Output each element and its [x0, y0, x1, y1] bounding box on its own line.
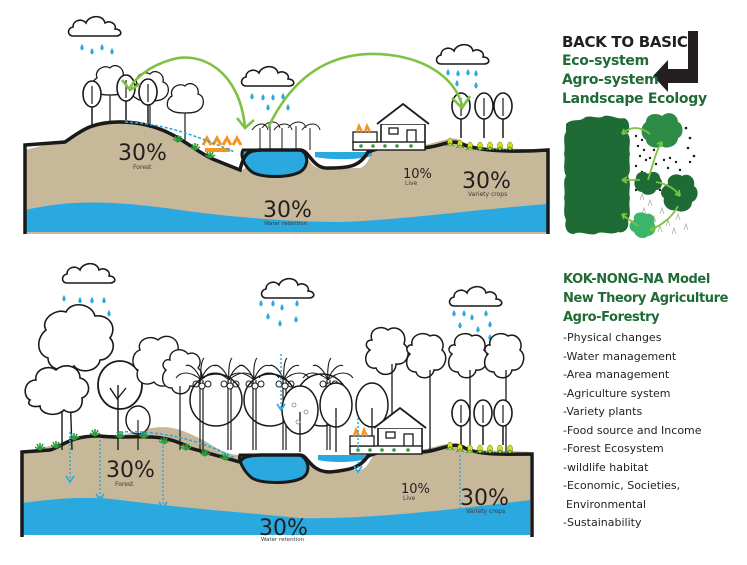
top-pond-small	[315, 152, 372, 160]
list-item: -wildlife habitat	[563, 460, 649, 474]
top-palm-row	[201, 121, 321, 152]
cloud-icon	[260, 277, 315, 299]
back-to-basic-heading: BACK TO BASIC	[562, 33, 688, 51]
tree-cluster-large	[641, 113, 683, 148]
tree-cluster-center	[634, 171, 663, 195]
bottom-groundwater	[22, 497, 530, 535]
flow-arrows	[621, 127, 681, 232]
bottom-forest-trees	[24, 304, 203, 451]
model-heading-new-theory: New Theory Agriculture	[563, 291, 729, 306]
arrowhead-icon	[120, 79, 141, 92]
back-arrow-icon	[653, 31, 698, 92]
bottom-forest-label: Forest	[115, 481, 134, 488]
top-live-label: Live	[405, 180, 418, 187]
tree-cluster-small	[629, 212, 656, 239]
cloud-icon	[448, 285, 503, 307]
eco-system-label: Eco-system	[562, 53, 649, 69]
cloud-icon	[435, 43, 490, 65]
bottom-crops-label: Variety crops	[466, 508, 505, 515]
bottom-live-label: Live	[403, 495, 416, 502]
arrowhead-icon	[451, 95, 472, 111]
top-groundwater	[25, 202, 548, 232]
list-item: -Sustainability	[563, 516, 642, 529]
bottom-water-label: Water retention	[261, 537, 305, 543]
forest-block	[564, 115, 630, 235]
back-to-basic-title-block: BACK TO BASIC Eco-system Agro-system Lan…	[562, 33, 707, 109]
landscape-plan-diagram	[564, 113, 698, 239]
model-heading-kok-nong-na: KOK-NONG-NA Model	[563, 272, 710, 287]
top-runoff-arrow	[124, 121, 236, 153]
agro-system-label: Agro-system	[562, 72, 659, 88]
landscape-ecology-label: Landscape Ecology	[562, 91, 707, 107]
top-forest-label: Forest	[133, 164, 152, 171]
list-item: -Area management	[563, 368, 670, 381]
top-crops-percent: 30%	[462, 169, 511, 194]
list-item: Environmental	[566, 497, 647, 511]
bottom-pond	[238, 453, 310, 484]
bottom-pond-small	[318, 455, 370, 463]
bottom-live-percent: 10%	[401, 482, 430, 497]
rain-icon	[259, 300, 299, 327]
rain-icon	[80, 44, 114, 55]
top-house-icon	[351, 102, 431, 152]
bottom-ground-line	[20, 434, 534, 537]
model-points-list: -Physical changes -Water management -Are…	[563, 329, 728, 533]
infiltration-arrows	[69, 354, 461, 516]
list-item: -Water management	[563, 349, 677, 363]
top-arrow-1	[128, 56, 247, 129]
cloud-icon	[67, 15, 122, 37]
bottom-palm-row	[175, 357, 389, 452]
top-live-percent: 10%	[403, 167, 432, 182]
list-item: -Economic, Societies,	[563, 479, 681, 492]
infiltration-arrowheads	[65, 403, 465, 520]
list-item: -Forest Ecosystem	[563, 442, 664, 455]
arrowhead-icon	[235, 117, 255, 130]
top-water-percent: 30%	[263, 198, 312, 223]
top-cross-section: 30% Forest 30% Water retention 10% Live …	[23, 15, 550, 234]
top-forest-percent: 30%	[118, 141, 167, 166]
bottom-cross-section: 30% Forest 30% Water retention 10% Live …	[20, 262, 534, 543]
cloud-icon	[61, 262, 116, 284]
list-item: -Agriculture system	[563, 386, 671, 400]
cloud-icon	[240, 65, 295, 87]
list-item: -Physical changes	[563, 331, 662, 344]
model-heading-agro-forestry: Agro-Forestry	[563, 310, 660, 325]
bottom-forest-percent: 30%	[106, 458, 155, 483]
bottom-crops-percent: 30%	[460, 486, 509, 511]
bottom-runoff-arrow	[119, 430, 236, 459]
bottom-water-percent: 30%	[259, 516, 308, 541]
list-item: -Variety plants	[563, 405, 643, 418]
list-item: -Food source and Income	[563, 423, 702, 437]
top-arrow-2	[266, 52, 464, 129]
top-crops-label: Variety crops	[468, 191, 507, 198]
top-water-label: Water retention	[264, 221, 308, 227]
model-description: KOK-NONG-NA Model New Theory Agriculture…	[563, 270, 728, 533]
top-pond	[240, 148, 309, 178]
bottom-right-trees	[365, 326, 525, 454]
